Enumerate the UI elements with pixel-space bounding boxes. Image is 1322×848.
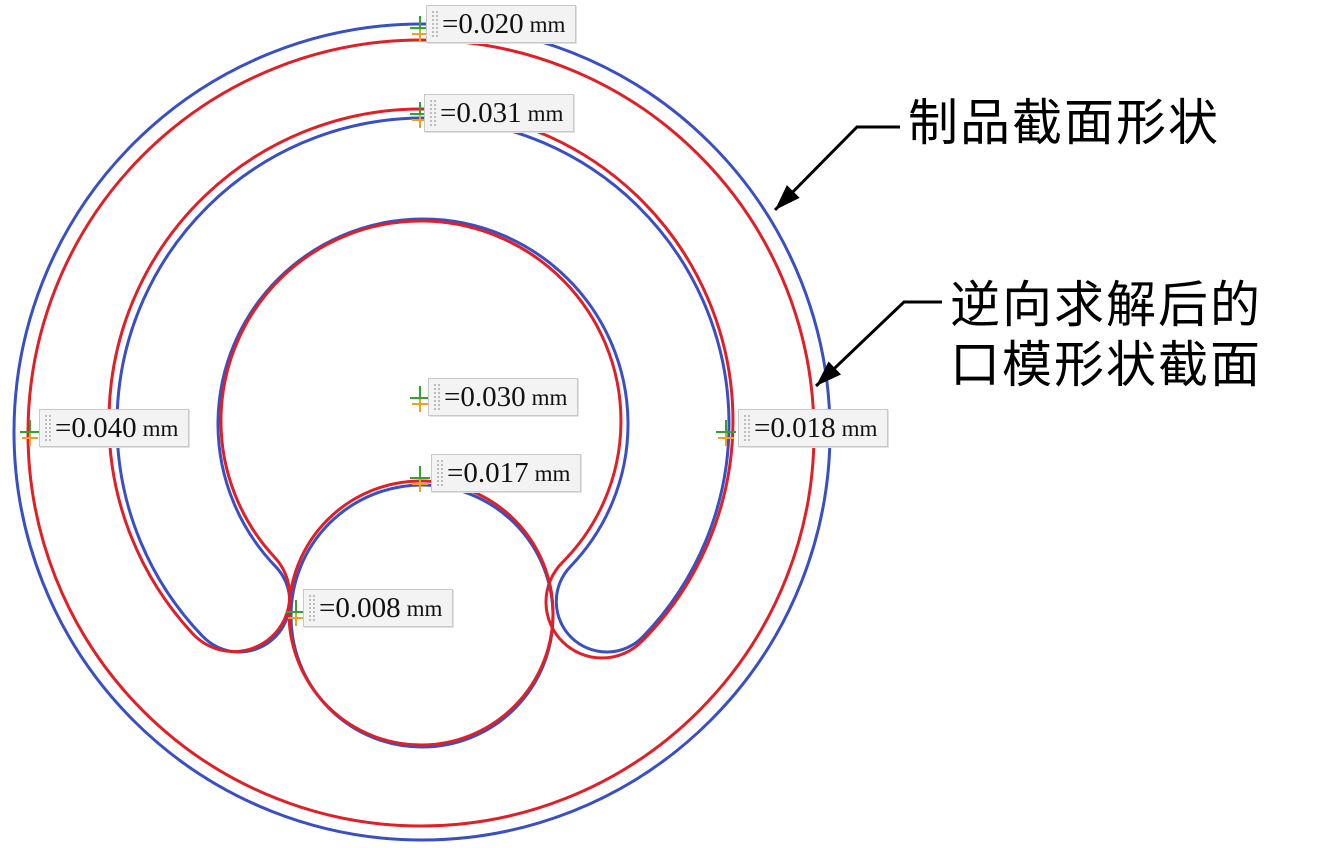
- deviation-value: =0.031: [440, 96, 522, 129]
- tag-grip-icon: [433, 383, 441, 411]
- deviation-tag-outer-top: =0.020 mm: [426, 5, 577, 43]
- die-section-arrow-head: [816, 361, 842, 386]
- deviation-unit: mm: [406, 595, 443, 621]
- deviation-unit: mm: [142, 415, 179, 441]
- deviation-unit: mm: [527, 100, 564, 126]
- tag-grip-icon: [44, 414, 52, 442]
- deviation-tag-outer-left: =0.040 mm: [39, 409, 190, 447]
- product-section-label: 制品截面形状: [908, 95, 1220, 151]
- die-section-label-line2: 口模形状截面: [950, 337, 1262, 393]
- deviation-value: =0.020: [442, 7, 524, 40]
- deviation-value: =0.040: [55, 411, 137, 444]
- deviation-tag-middle-right: =0.018 mm: [738, 409, 889, 447]
- deviation-unit: mm: [531, 384, 568, 410]
- measurement-markers: [20, 16, 736, 626]
- deviation-unit: mm: [529, 11, 566, 37]
- tag-grip-icon: [429, 99, 437, 127]
- product-section-arrow-head: [775, 185, 800, 210]
- deviation-tag-small-circle-left: =0.008 mm: [303, 589, 454, 627]
- deviation-value: =0.030: [444, 380, 526, 413]
- product-c-slot: [115, 116, 731, 654]
- deviation-value: =0.017: [447, 456, 529, 489]
- die-section-label-line1: 逆向求解后的: [950, 277, 1262, 333]
- deviation-unit: mm: [534, 460, 571, 486]
- deviation-tag-inner-arc-top: =0.030 mm: [428, 378, 579, 416]
- tag-grip-icon: [308, 594, 316, 622]
- deviation-value: =0.008: [319, 591, 401, 624]
- die-section-arrow-line: [814, 300, 942, 388]
- deviation-value: =0.018: [754, 411, 836, 444]
- deviation-tag-small-circle-top: =0.017 mm: [431, 454, 582, 492]
- tag-grip-icon: [431, 10, 439, 38]
- deviation-tag-middle-top: =0.031 mm: [424, 94, 575, 132]
- tag-grip-icon: [743, 414, 751, 442]
- die-c-slot: [107, 107, 735, 660]
- deviation-unit: mm: [841, 415, 878, 441]
- product-section-arrow-line: [773, 125, 900, 212]
- callout-arrows: [773, 125, 942, 388]
- tag-grip-icon: [436, 459, 444, 487]
